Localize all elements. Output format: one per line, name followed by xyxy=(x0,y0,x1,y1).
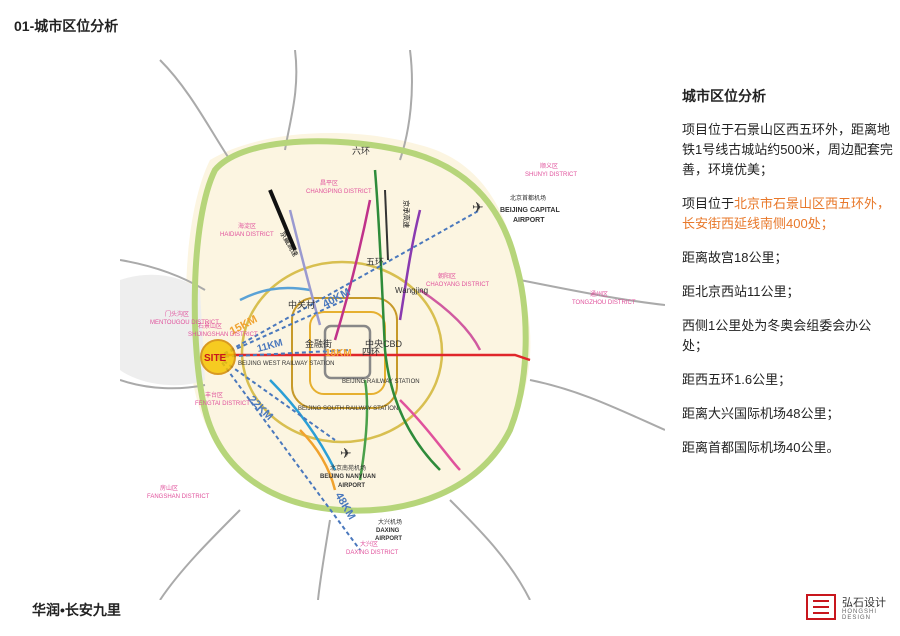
paragraph-capital: 距离首都国际机场40公里。 xyxy=(682,440,840,455)
svg-text:FANGSHAN DISTRICT: FANGSHAN DISTRICT xyxy=(147,494,210,500)
svg-text:CHANGPING DISTRICT: CHANGPING DISTRICT xyxy=(306,189,372,195)
paragraph-fifth-ring: 距西五环1.6公里； xyxy=(682,372,792,387)
svg-text:门头沟区: 门头沟区 xyxy=(165,310,189,318)
svg-text:AIRPORT: AIRPORT xyxy=(513,217,545,224)
airplane-icon: ✈ xyxy=(340,445,352,461)
sixth-ring-road xyxy=(191,138,529,514)
svg-text:FENGTAI DISTRICT: FENGTAI DISTRICT xyxy=(195,401,250,407)
nanyuan-airport: ✈ 北京南苑机场 BEIJING NANYUAN AIRPORT xyxy=(320,445,376,489)
district-labels: 海淀区 HAIDIAN DISTRICT 昌平区 CHANGPING DISTR… xyxy=(147,163,636,556)
city-location-map: SITE 15KM 40KM 11KM 18KM 22KM 48KM 六环 五环… xyxy=(120,50,665,600)
svg-text:北京南苑机场: 北京南苑机场 xyxy=(330,464,366,472)
highlight-location: 北京市石景山区西五环外，长安街西延线南侧400处； xyxy=(682,196,891,231)
svg-text:海淀区: 海淀区 xyxy=(238,222,256,230)
distance-lines xyxy=(217,209,481,551)
west-station-label: BEIJING WEST RAILWAY STATION xyxy=(238,361,334,367)
panel-heading: 城市区位分析 xyxy=(682,88,766,104)
svg-text:大兴机场: 大兴机场 xyxy=(378,518,402,526)
svg-text:AIRPORT: AIRPORT xyxy=(375,536,402,542)
fourth-ring-label: 四环 xyxy=(362,347,380,357)
site-marker xyxy=(200,339,236,375)
logo-text: 弘石设计 xyxy=(842,597,886,609)
svg-text:TONGZHOU DISTRICT: TONGZHOU DISTRICT xyxy=(572,300,636,306)
paragraph-olympic: 西侧1公里处为冬奥会组委会办公处； xyxy=(682,318,872,353)
svg-text:SHIJINGSHAN DISTRICT: SHIJINGSHAN DISTRICT xyxy=(188,332,258,338)
paragraph-daxing: 距离大兴国际机场48公里； xyxy=(682,406,840,421)
page-title: 01-城市区位分析 xyxy=(14,18,119,34)
svg-text:通州区: 通州区 xyxy=(590,290,608,298)
svg-text:BEIJING CAPITAL: BEIJING CAPITAL xyxy=(500,207,560,214)
project-name: 华润•长安九里 xyxy=(32,602,121,618)
fourth-ring-road xyxy=(291,297,398,409)
svg-text:北京首都机场: 北京首都机场 xyxy=(510,194,546,202)
logo-subtext: HONGSHI DESIGN xyxy=(842,609,878,621)
metro-lines xyxy=(220,169,531,491)
svg-text:SHUNYI DISTRICT: SHUNYI DISTRICT xyxy=(525,172,577,178)
svg-text:朝阳区: 朝阳区 xyxy=(438,272,456,280)
airplane-icon: ✈ xyxy=(472,199,484,215)
south-station-label: BEIJING SOUTH RAILWAY STATION xyxy=(298,406,398,412)
paragraph-metro: 项目位于石景山区西五环外，距离地铁1号线古城站约500米，周边配套完善，环境优美… xyxy=(682,122,893,177)
capital-airport: ✈ 北京首都机场 BEIJING CAPITAL AIRPORT xyxy=(472,194,560,224)
svg-text:石景山区: 石景山区 xyxy=(198,322,222,330)
company-logo-icon xyxy=(806,594,836,620)
cbd-label: 中央CBD xyxy=(365,338,403,349)
svg-text:DAXING: DAXING xyxy=(376,528,400,534)
svg-text:昌平区: 昌平区 xyxy=(320,180,338,187)
svg-text:AIRPORT: AIRPORT xyxy=(338,483,365,489)
jingcheng-label: 京承高速 xyxy=(402,200,411,228)
jingzang-expressway xyxy=(268,189,297,251)
svg-text:顺义区: 顺义区 xyxy=(540,163,558,170)
paragraph-location: 项目位于北京市石景山区西五环外，长安街西延线南侧400处； xyxy=(682,196,891,231)
beijing-station-label: BEIJING RAILWAY STATION xyxy=(342,379,420,385)
distance-18km: 18KM xyxy=(325,348,352,359)
svg-text:MENTOUGOU DISTRICT: MENTOUGOU DISTRICT xyxy=(150,320,219,326)
wangjing-label: Wangjing xyxy=(395,286,428,295)
svg-text:BEIJING NANYUAN: BEIJING NANYUAN xyxy=(320,474,376,480)
analysis-panel: 城市区位分析 项目位于石景山区西五环外，距离地铁1号线古城站约500米，周边配套… xyxy=(682,86,897,472)
fifth-ring-road xyxy=(240,260,444,444)
daxing-airport: 大兴机场 DAXING AIRPORT xyxy=(375,518,402,542)
site-label: SITE xyxy=(204,353,227,364)
jingcheng-expressway xyxy=(384,189,389,261)
paragraph-forbidden-city: 距离故宫18公里； xyxy=(682,250,788,265)
svg-text:大兴区: 大兴区 xyxy=(360,540,378,548)
svg-text:HAIDIAN DISTRICT: HAIDIAN DISTRICT xyxy=(220,232,274,238)
svg-text:房山区: 房山区 xyxy=(160,484,178,492)
svg-text:丰台区: 丰台区 xyxy=(205,391,223,399)
zhongguancun-label: 中关村 xyxy=(288,299,315,310)
sixth-ring-label: 六环 xyxy=(352,145,370,156)
jinrongjie-label: 金融街 xyxy=(305,338,332,349)
svg-text:CHAOYANG DISTRICT: CHAOYANG DISTRICT xyxy=(426,282,490,288)
west-district-area xyxy=(120,274,205,386)
fifth-ring-label: 五环 xyxy=(366,257,384,267)
paragraph-west-station: 距北京西站11公里； xyxy=(682,284,800,299)
svg-text:DAXING DISTRICT: DAXING DISTRICT xyxy=(346,550,399,556)
